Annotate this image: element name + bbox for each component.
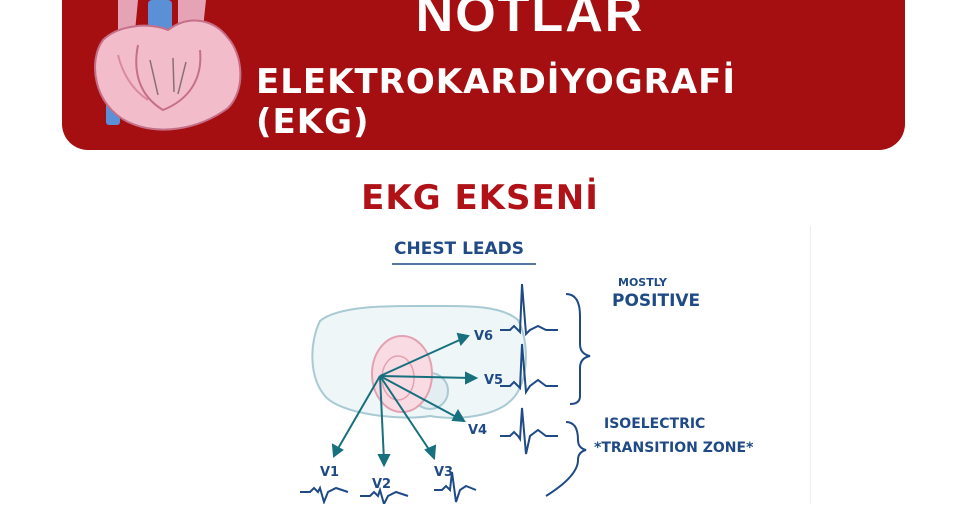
heart-illustration-icon <box>94 0 242 131</box>
brace-positive <box>565 293 591 405</box>
annotation-positive: POSITIVE <box>612 291 700 311</box>
ecg-waveform <box>360 486 409 507</box>
page-subtitle: ELEKTROKARDİYOGRAFİ (EKG) <box>256 62 737 142</box>
page-title: NOTLAR <box>415 0 645 43</box>
chest-leads-diagram: CHEST LEADS V6 V5 V4 V1 V2 V3 <box>290 226 811 507</box>
lead-label: V2 <box>372 477 391 492</box>
lead-label: V6 <box>474 329 493 344</box>
ecg-waveform <box>434 471 477 503</box>
lead-vectors <box>331 332 479 468</box>
lead-label: V5 <box>484 373 503 388</box>
section-title: EKG EKSENİ <box>361 178 599 218</box>
ecg-waveform <box>500 343 558 395</box>
ecg-waveform <box>300 485 349 506</box>
lead-label: V4 <box>468 423 487 438</box>
annotation-transition-zone: *TRANSITION ZONE* <box>594 440 754 456</box>
lead-label: V1 <box>320 465 339 480</box>
diagram-title: CHEST LEADS <box>394 239 524 259</box>
annotation-isoelectric: ISOELECTRIC <box>604 416 705 432</box>
ecg-waveform <box>500 283 558 337</box>
annotation-mostly: MOSTLY <box>618 276 668 289</box>
ecg-waveform <box>500 407 558 455</box>
brace-transition <box>545 421 587 497</box>
lead-label: V3 <box>434 465 453 480</box>
